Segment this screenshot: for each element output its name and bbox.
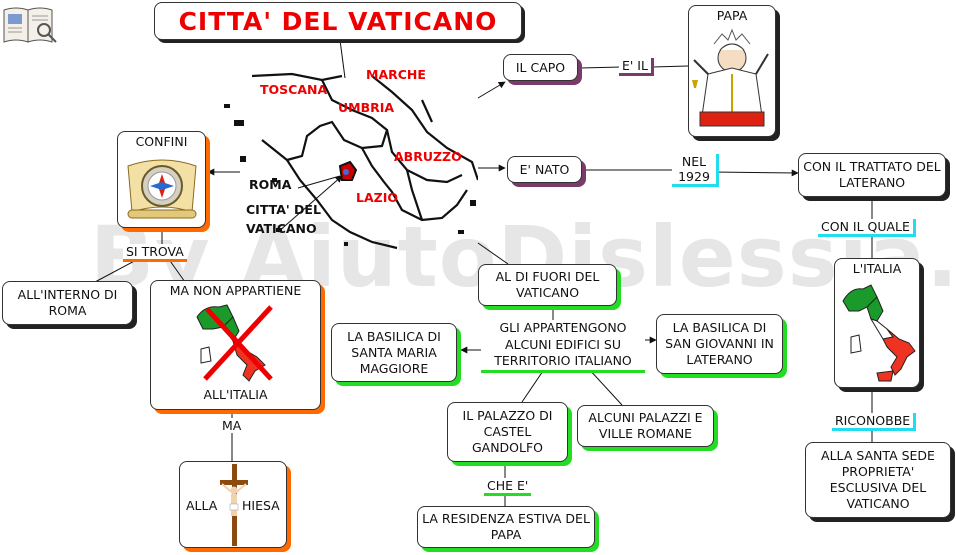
node-alla-chiesa-label-left: ALLA xyxy=(186,498,218,513)
node-santa-maria: LA BASILICA DI SANTA MARIA MAGGIORE xyxy=(331,323,457,382)
node-trattato: CON IL TRATTATO DEL LATERANO xyxy=(798,153,946,197)
crucifix-icon xyxy=(220,464,248,550)
map-label-roma: ROMA xyxy=(249,177,292,192)
central-italy-map xyxy=(222,70,480,250)
node-san-giovanni: LA BASILICA DI SAN GIOVANNI IN LATERANO xyxy=(656,314,783,374)
book-icon xyxy=(0,2,58,46)
node-e-nato: E' NATO xyxy=(507,156,582,183)
crossed-italy-icon xyxy=(191,299,281,387)
node-castel-gandolfo: IL PALAZZO DI CASTEL GANDOLFO xyxy=(447,402,568,462)
node-alla-chiesa-label-right: HIESA xyxy=(242,498,280,513)
node-non-appartiene: MA NON APPARTIENE ALL'ITALIA xyxy=(150,280,321,410)
node-alla-chiesa: ALLA HIESA xyxy=(179,461,287,548)
pope-icon xyxy=(692,24,772,132)
page-title: CITTA' DEL VATICANO xyxy=(154,2,522,40)
map-label-vaticano: VATICANO xyxy=(246,221,317,236)
node-il-capo: IL CAPO xyxy=(503,54,578,81)
compass-map-icon xyxy=(122,150,202,230)
node-confini: CONFINI xyxy=(117,131,206,228)
link-nel-1929: NEL 1929 xyxy=(672,154,719,187)
node-fuori: AL DI FUORI DEL VATICANO xyxy=(478,264,617,306)
map-label-citta: CITTA' DEL xyxy=(246,202,321,217)
link-si-trova: SI TROVA xyxy=(123,244,187,262)
map-label-abruzzo: ABRUZZO xyxy=(394,149,462,164)
node-papa: PAPA xyxy=(688,5,776,137)
map-label-marche: MARCHE xyxy=(366,70,426,82)
link-che-e: CHE E' xyxy=(484,478,532,496)
node-italia-label: L'ITALIA xyxy=(852,261,902,276)
link-e-il: E' IL xyxy=(619,58,654,76)
node-all-italia-label: ALL'ITALIA xyxy=(203,387,268,402)
node-interno-roma: ALL'INTERNO DI ROMA xyxy=(2,281,133,325)
map-label-lazio: LAZIO xyxy=(356,190,398,205)
node-palazzi: ALCUNI PALAZZI E VILLE ROMANE xyxy=(577,405,714,447)
node-santa-sede: ALLA SANTA SEDE PROPRIETA' ESCLUSIVA DEL… xyxy=(805,442,951,518)
node-confini-label: CONFINI xyxy=(135,134,188,149)
node-papa-label: PAPA xyxy=(716,8,748,23)
italy-map-icon xyxy=(837,277,917,387)
link-con-il-quale: CON IL QUALE xyxy=(818,219,916,237)
node-non-appartiene-label: MA NON APPARTIENE xyxy=(169,283,302,298)
link-riconobbe: RICONOBBE xyxy=(832,413,917,431)
node-appartengono: GLI APPARTENGONO ALCUNI EDIFICI SU TERRI… xyxy=(481,320,645,373)
map-label-umbria: UMBRIA xyxy=(338,100,395,115)
link-ma: MA xyxy=(219,418,245,433)
map-label-toscana: TOSCANA xyxy=(260,82,328,97)
node-italia-right: L'ITALIA xyxy=(834,258,920,388)
node-residenza: LA RESIDENZA ESTIVA DEL PAPA xyxy=(417,506,595,548)
